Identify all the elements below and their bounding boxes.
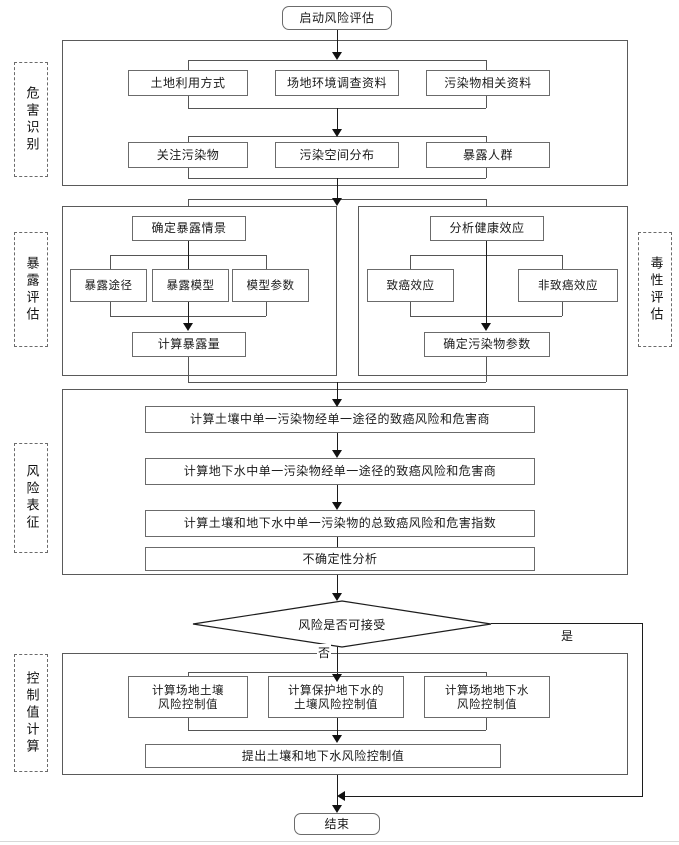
control-node-site-groundwater-control-value[interactable]: 计算场地地下水 风险控制值 <box>424 676 550 718</box>
exposure-factors-drop-left <box>110 302 111 316</box>
exposure-node-model[interactable]: 暴露模型 <box>152 269 229 302</box>
stage-label-risk-characterization: 风险表征 <box>14 443 48 553</box>
decision-yes-label: 是 <box>560 627 575 644</box>
decision-no-label: 否 <box>317 644 332 661</box>
control-calcs-drop-right <box>486 718 487 730</box>
arrowhead-merge-to-risk <box>332 399 342 407</box>
edge-risk-to-decision <box>337 575 338 599</box>
hazard-node-land-use[interactable]: 土地利用方式 <box>128 70 248 96</box>
stage-label-control-value-calculation: 控制值计算 <box>14 654 48 772</box>
exposure-factors-drop-right <box>266 302 267 316</box>
hazard-node-contaminant-data[interactable]: 污染物相关资料 <box>426 70 550 96</box>
stage-label-exposure-assessment: 暴露评估 <box>14 232 48 347</box>
hazard-row1-stem-right <box>486 60 487 72</box>
exposure-factors-stem-right <box>266 255 267 269</box>
edge-risk-step1-to-step2 <box>337 433 338 456</box>
edge-control-calcs-to-result <box>337 718 338 740</box>
arrowhead-factors-to-exposure-dose <box>183 323 193 331</box>
arrowhead-risk-step1-to-step2 <box>332 450 342 458</box>
toxicity-effects-drop-left <box>410 302 411 316</box>
hazard-row2-stem-right <box>486 136 487 146</box>
hazard-row2-drop-right <box>486 168 487 178</box>
edge-hazard-to-exposure <box>337 178 338 204</box>
arrowhead-risk-to-decision <box>332 593 342 601</box>
hazard-row1-drop-left <box>188 96 189 108</box>
stage-label-hazard-identification: 危害识别 <box>14 62 48 177</box>
arrowhead-control-to-end <box>332 805 342 813</box>
toxicity-merge-drop <box>486 357 487 382</box>
risk-node-total-risk-index[interactable]: 计算土壤和地下水中单一污染物的总致癌风险和危害指数 <box>145 510 535 537</box>
exposure-node-calculate-dose[interactable]: 计算暴露量 <box>132 332 246 357</box>
edge-start-to-hazard <box>337 30 338 56</box>
control-node-site-soil-control-value[interactable]: 计算场地土壤 风险控制值 <box>128 676 248 718</box>
exposure-factors-stem-left <box>110 255 111 269</box>
arrowhead-decision-yes-return <box>337 791 345 801</box>
hazard-row1-fanout-top <box>188 60 486 61</box>
edge-effects-to-contaminant-params <box>486 241 487 328</box>
control-node-propose-control-values[interactable]: 提出土壤和地下水风险控制值 <box>145 744 501 768</box>
edge-decision-yes-vertical <box>642 623 643 796</box>
exposure-node-pathway[interactable]: 暴露途径 <box>70 269 147 302</box>
edge-risk-step3-to-uncertainty <box>337 537 338 548</box>
arrowhead-decision-no <box>332 674 342 682</box>
toxicity-effects-stem-left <box>410 255 411 269</box>
hazard-node-site-survey-data[interactable]: 场地环境调查资料 <box>275 70 399 96</box>
exposure-node-define-scenario[interactable]: 确定暴露情景 <box>132 216 246 241</box>
control-calcs-drop-left <box>188 718 189 730</box>
edge-decision-yes-return <box>345 796 643 797</box>
arrowhead-hazard-to-exposure <box>332 198 342 206</box>
hazard-row1-drop-right <box>486 96 487 108</box>
toxicity-node-analyze-health-effects[interactable]: 分析健康效应 <box>430 216 544 241</box>
decision-diamond-shape <box>192 600 492 648</box>
control-node-groundwater-protection-soil-control-value[interactable]: 计算保护地下水的 土壤风险控制值 <box>268 676 404 718</box>
arrowhead-risk-step2-to-step3 <box>332 502 342 510</box>
toxicity-effects-drop-right <box>562 302 563 316</box>
risk-node-groundwater-single-contaminant[interactable]: 计算地下水中单一污染物经单一途径的致癌风险和危害商 <box>145 458 535 485</box>
hazard-node-spatial-distribution[interactable]: 污染空间分布 <box>275 142 399 168</box>
risk-node-soil-single-contaminant[interactable]: 计算土壤中单一污染物经单一途径的致癌风险和危害商 <box>145 406 535 433</box>
exposure-node-model-parameters[interactable]: 模型参数 <box>232 269 309 302</box>
hazard-row2-drop-left <box>188 168 189 178</box>
control-calcs-fanout-top <box>188 672 486 673</box>
toxicity-node-non-carcinogenic-effect[interactable]: 非致癌效应 <box>518 269 618 302</box>
decision-risk-acceptable[interactable]: 风险是否可接受 <box>192 600 492 648</box>
exposure-merge-drop <box>188 357 189 382</box>
arrowhead-control-calcs-to-result <box>332 735 342 743</box>
edge-merge-to-risk <box>337 382 338 404</box>
toxicity-effects-stem-right <box>562 255 563 269</box>
toxicity-split-stem-right <box>486 199 487 207</box>
toxicity-node-carcinogenic-effect[interactable]: 致癌效应 <box>367 269 454 302</box>
toxicity-node-determine-contaminant-parameters[interactable]: 确定污染物参数 <box>424 332 550 357</box>
arrowhead-effects-to-contaminant-params <box>481 323 491 331</box>
edge-hazard-row1-to-row2 <box>337 108 338 133</box>
stage-label-toxicity-assessment: 毒性评估 <box>638 232 672 347</box>
risk-node-uncertainty-analysis[interactable]: 不确定性分析 <box>145 547 535 571</box>
hazard-node-target-contaminants[interactable]: 关注污染物 <box>128 142 248 168</box>
arrowhead-hazard-row1-to-row2 <box>332 129 342 137</box>
hazard-row2-stem-left <box>188 136 189 146</box>
end-node[interactable]: 结束 <box>294 813 380 835</box>
edge-decision-yes-horizontal <box>491 623 643 624</box>
page-bottom-rule <box>0 841 679 842</box>
arrowhead-start-to-hazard <box>332 52 342 60</box>
exposure-split-stem-left <box>188 199 189 207</box>
edge-risk-step2-to-step3 <box>337 485 338 508</box>
hazard-row1-stem-left <box>188 60 189 72</box>
edge-decision-no-vertical <box>337 647 338 680</box>
start-node[interactable]: 启动风险评估 <box>282 6 392 30</box>
hazard-node-exposed-population[interactable]: 暴露人群 <box>426 142 550 168</box>
